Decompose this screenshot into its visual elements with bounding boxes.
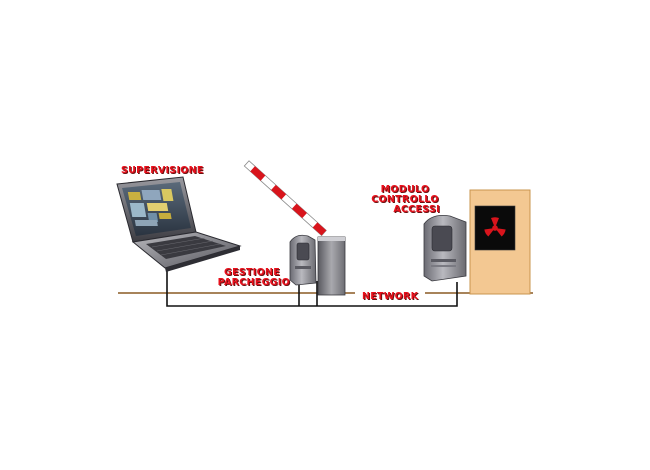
gestione-label-line2: PARCHEGGIO xyxy=(217,277,290,288)
modulo-label-line1: MODULO xyxy=(380,184,430,195)
laptop-icon xyxy=(116,176,242,272)
modulo-label-line2: CONTROLLO xyxy=(371,194,439,205)
card-reader-icon xyxy=(289,234,317,286)
gestione-parcheggio-label: GESTIONE PARCHEGGIO xyxy=(214,268,290,288)
network-cable xyxy=(166,262,458,307)
network-label: NETWORK xyxy=(362,291,419,302)
hazard-sign-icon xyxy=(474,205,516,251)
barrier-gate-icon xyxy=(243,160,346,296)
gestione-label-line1: GESTIONE xyxy=(223,267,281,278)
modulo-controllo-accessi-label: MODULO CONTROLLO ACCESSI xyxy=(366,185,444,215)
card-reader-icon xyxy=(423,214,467,282)
modulo-label-line3: ACCESSI xyxy=(393,204,440,215)
supervisione-label: SUPERVISIONE xyxy=(121,165,204,176)
